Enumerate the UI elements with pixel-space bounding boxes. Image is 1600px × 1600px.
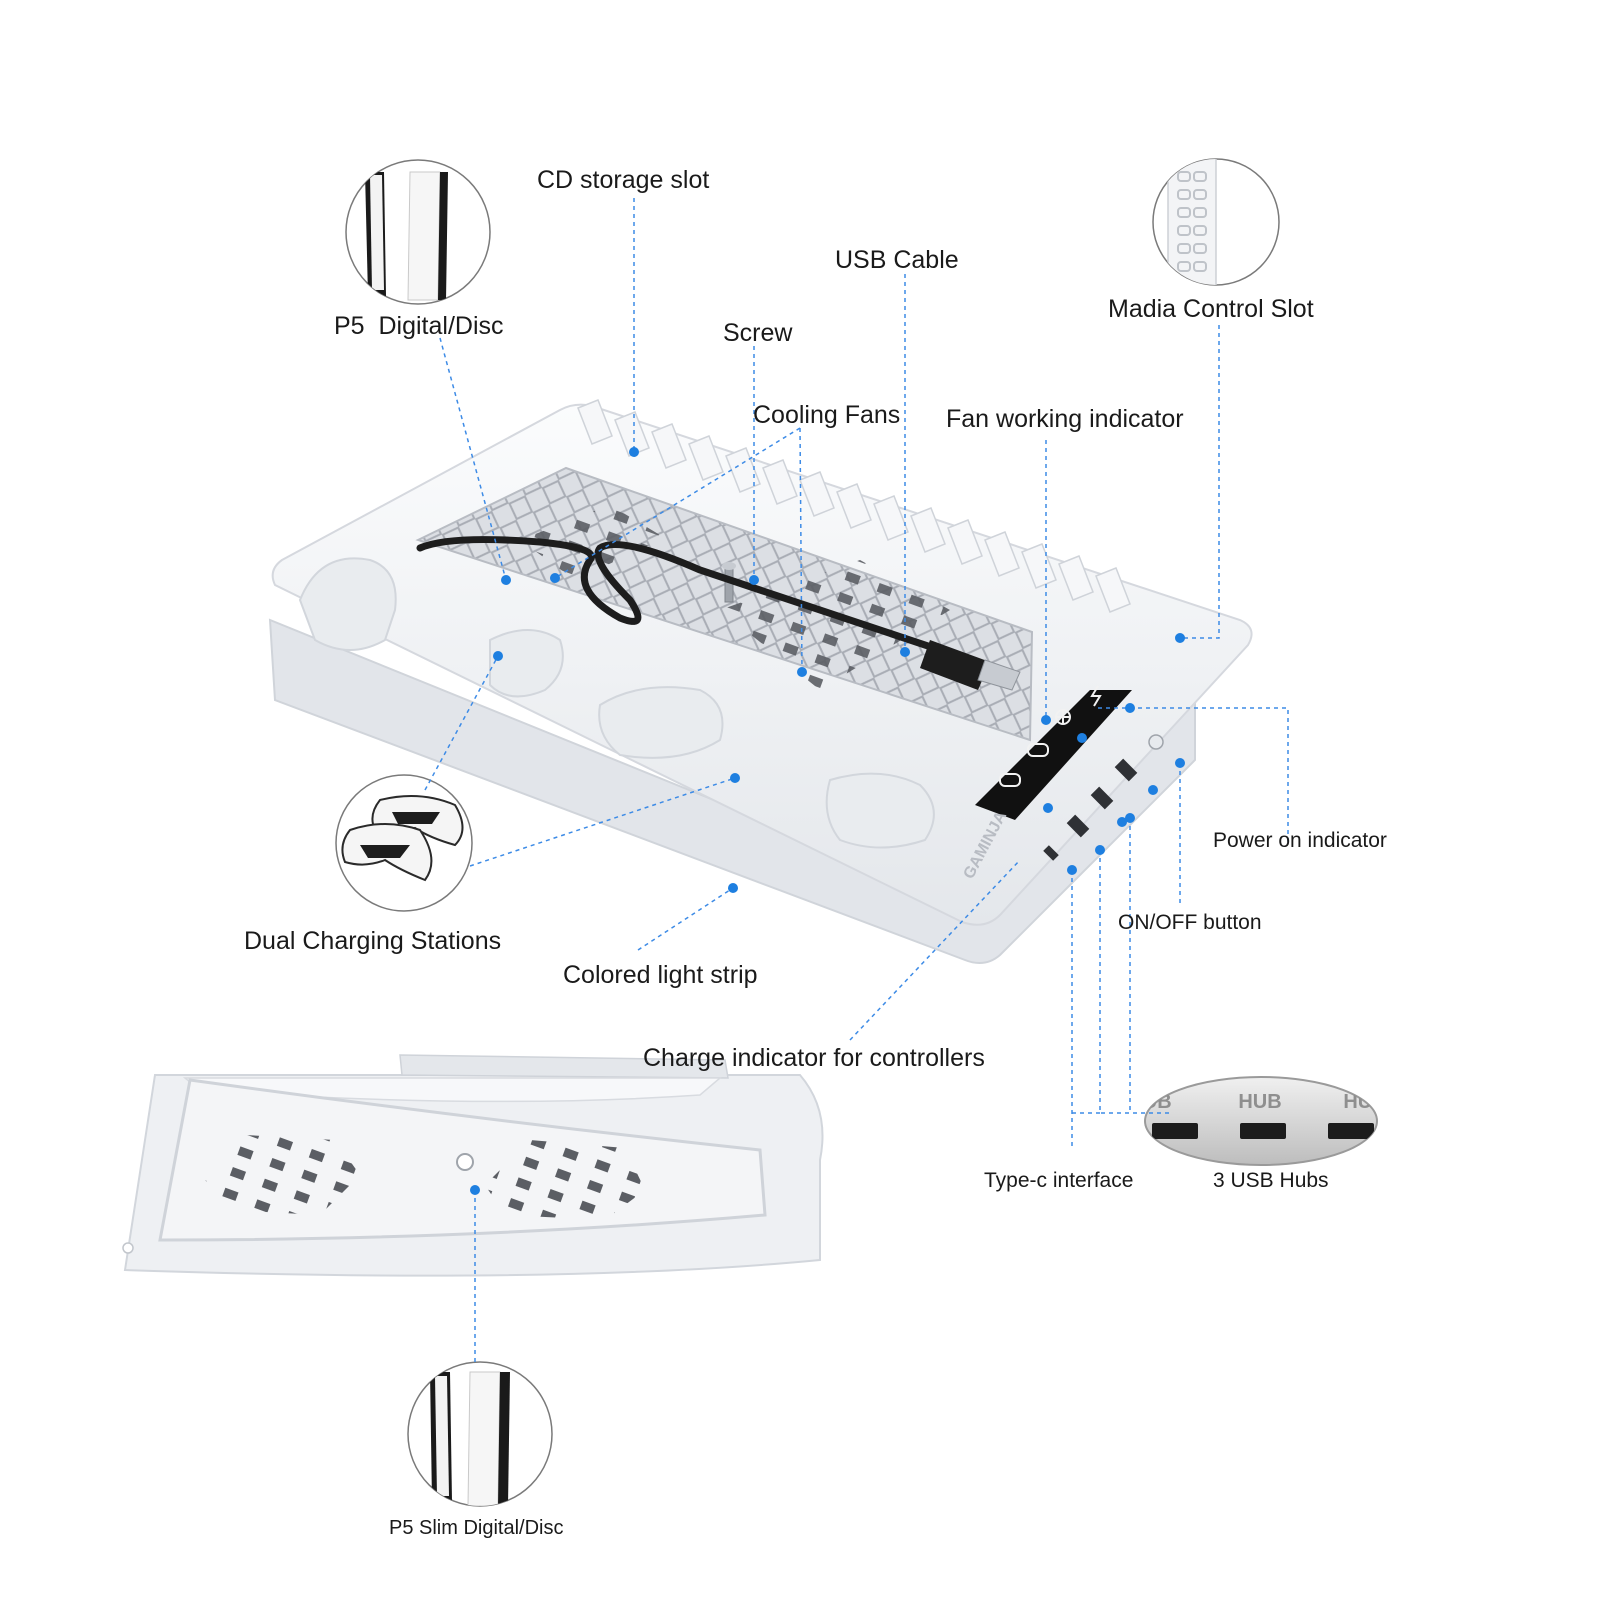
indicator-panel — [975, 685, 1132, 820]
label-madia-control-slot: Madia Control Slot — [1108, 295, 1314, 323]
label-screw: Screw — [723, 319, 793, 347]
media-remote-icon — [1152, 158, 1280, 286]
lightning-icon — [1090, 685, 1102, 707]
side-ports — [1043, 734, 1164, 861]
label-cooling-fans: Cooling Fans — [753, 401, 901, 429]
usb-hub-badge: HUB HUB HUB — [1128, 1076, 1386, 1166]
label-power-on-indicator: Power on indicator — [1213, 829, 1387, 852]
leader-dots — [470, 447, 1185, 1195]
usb-cable — [416, 536, 944, 654]
controller-status-icon — [999, 743, 1049, 787]
label-on-off-button: ON/OFF button — [1118, 911, 1262, 934]
label-cd-storage-slot: CD storage slot — [537, 166, 710, 194]
hub-badge-label-1: HUB — [1128, 1091, 1171, 1113]
label-dual-charging-stations: Dual Charging Stations — [244, 927, 502, 955]
controller-icon — [335, 774, 473, 912]
label-colored-light-strip: Colored light strip — [563, 961, 758, 989]
label-3-usb-hubs: 3 USB Hubs — [1213, 1169, 1329, 1192]
hub-badge-label-2: HUB — [1238, 1091, 1281, 1113]
ps5-slim-console-icon — [407, 1361, 553, 1507]
label-p5-digital-disc: P5 Digital/Disc — [334, 312, 504, 340]
label-type-c-interface: Type-c interface — [984, 1169, 1134, 1192]
hub-badge-label-3: HUB — [1343, 1091, 1386, 1113]
base-plate — [122, 1054, 824, 1277]
base-screw — [456, 1153, 474, 1171]
label-usb-cable: USB Cable — [835, 246, 959, 274]
label-fan-working-indicator: Fan working indicator — [946, 405, 1184, 433]
main-stand: GAMINJA — [268, 399, 1253, 965]
label-p5-slim-digital-disc: P5 Slim Digital/Disc — [389, 1517, 564, 1539]
controller-cradles — [298, 557, 935, 849]
fan-icon — [1055, 709, 1071, 725]
cd-storage-slots — [577, 399, 1131, 613]
label-charge-indicator: Charge indicator for controllers — [643, 1044, 985, 1072]
leader-lines — [424, 198, 1289, 1365]
ps5-console-icon — [345, 159, 491, 305]
